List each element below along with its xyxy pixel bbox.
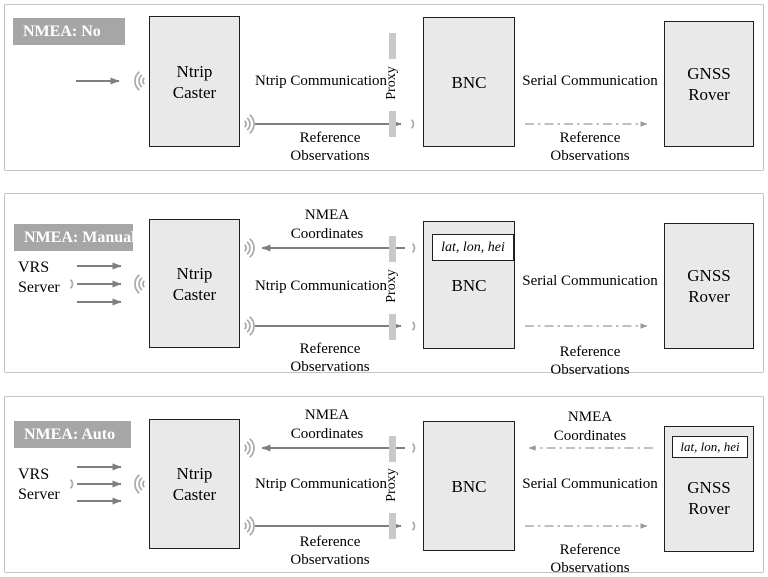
proxy-dash-icon <box>389 111 396 137</box>
lat-lon-hei-value: lat, lon, hei <box>680 439 740 454</box>
mode-badge: NMEA: No <box>13 18 125 45</box>
ntrip-communication-label: Ntrip Communication <box>254 278 388 294</box>
lat-lon-hei-value: lat, lon, hei <box>441 239 505 255</box>
vrs-server-label: VRS Server <box>18 466 60 503</box>
gnss-rover-label: GNSS Rover <box>687 478 731 518</box>
proxy-label: Proxy <box>384 66 399 100</box>
signal-waves-right-icon <box>243 515 255 537</box>
gnss-rover-box: GNSS Rover <box>664 21 754 147</box>
proxy-dash-icon <box>389 513 396 539</box>
vrs-server-label: VRS Server <box>18 259 60 296</box>
signal-waves-left-icon <box>134 473 146 495</box>
ntrip-caster-label: Ntrip Caster <box>172 61 217 102</box>
reference-observations-label: Reference Observations <box>290 341 370 375</box>
proxy-label: Proxy <box>384 269 399 303</box>
signal-wave-icon <box>410 118 415 130</box>
nmea-coordinates-label: NMEA Coordinates <box>290 207 364 242</box>
signal-waves-right-icon <box>243 437 255 459</box>
reference-observations-label: Reference Observations <box>550 542 630 576</box>
ntrip-caster-box: Ntrip Caster <box>149 219 240 348</box>
nmea-coordinates-label: NMEA Coordinates <box>553 409 627 444</box>
panel-nmea-manual: NMEA: Manual VRS Server Ntrip Caster NME… <box>4 193 764 378</box>
signal-wave-icon <box>411 320 416 332</box>
proxy-dash-icon <box>389 436 396 462</box>
reference-observations-label: Reference Observations <box>550 344 630 378</box>
ntrip-caster-box: Ntrip Caster <box>149 419 240 549</box>
ntrip-communication-label: Ntrip Communication <box>254 73 388 89</box>
signal-wave-icon <box>411 242 416 254</box>
bnc-label: BNC <box>451 275 487 295</box>
gnss-rover-label: GNSS Rover <box>687 64 731 104</box>
ntrip-caster-box: Ntrip Caster <box>149 16 240 147</box>
signal-waves-right-icon <box>243 315 255 337</box>
ntrip-caster-label: Ntrip Caster <box>172 464 217 504</box>
signal-wave-icon <box>411 520 416 532</box>
signal-waves-left-icon <box>134 273 146 295</box>
ntrip-communication-label: Ntrip Communication <box>254 476 388 492</box>
connection-wires <box>69 436 653 539</box>
signal-wave-icon <box>411 442 416 454</box>
gnss-rover-box: GNSS Rover <box>664 223 754 349</box>
connection-wires <box>76 33 648 137</box>
bnc-box: BNC <box>423 17 515 147</box>
reference-observations-label: Reference Observations <box>550 130 630 164</box>
connection-wires <box>69 236 648 340</box>
bnc-label: BNC <box>451 72 487 92</box>
proxy-label: Proxy <box>384 468 399 502</box>
ntrip-caster-label: Ntrip Caster <box>172 263 217 304</box>
signal-waves-right-icon <box>243 113 255 135</box>
bnc-box: BNC <box>423 421 515 551</box>
serial-communication-label: Serial Communication <box>522 273 658 289</box>
lat-lon-hei-box: lat, lon, hei <box>672 436 748 458</box>
signal-waves-right-icon <box>243 237 255 259</box>
proxy-dash-icon <box>389 33 396 59</box>
panel-nmea-no: NMEA: No Ntrip Caster Ntrip Communicatio… <box>4 4 764 171</box>
serial-communication-label: Serial Communication <box>522 73 658 89</box>
mode-badge: NMEA: Auto <box>14 421 131 448</box>
mode-badge: NMEA: Manual <box>14 224 136 251</box>
proxy-dash-icon <box>389 314 396 340</box>
signal-waves-left-icon <box>134 70 146 92</box>
reference-observations-label: Reference Observations <box>290 534 370 568</box>
serial-communication-label: Serial Communication <box>522 476 658 492</box>
proxy-dash-icon <box>389 236 396 262</box>
reference-observations-label: Reference Observations <box>290 130 370 164</box>
nmea-coordinates-label: NMEA Coordinates <box>290 407 364 442</box>
panel-nmea-auto: NMEA: Auto VRS Server Ntrip Caster NMEA … <box>4 396 764 576</box>
gnss-rover-label: GNSS Rover <box>687 266 731 306</box>
lat-lon-hei-box: lat, lon, hei <box>432 234 514 261</box>
bnc-label: BNC <box>451 476 487 496</box>
